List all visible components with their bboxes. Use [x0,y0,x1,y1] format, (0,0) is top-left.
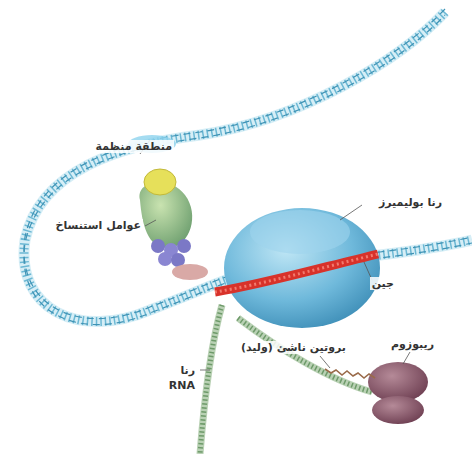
rna-polymerase [224,208,380,328]
part-label: منطقة منظمة [94,140,175,153]
part-label: جين [370,277,396,290]
transcription-factors [140,169,208,280]
part-label: RNA [167,379,197,392]
ribosome [368,362,428,424]
part-label: بروتين ناشئ (وليد) [239,341,348,354]
part-label: رنا بوليميرز [377,196,444,209]
gene-segment [215,254,378,292]
leader-lines [140,140,410,370]
part-label: رنا [178,364,197,377]
part-label: عوامل استنساخ [54,219,143,232]
nascent-protein [325,369,375,378]
rna-strand [200,305,372,454]
part-label: ريبوزوم [389,338,436,351]
